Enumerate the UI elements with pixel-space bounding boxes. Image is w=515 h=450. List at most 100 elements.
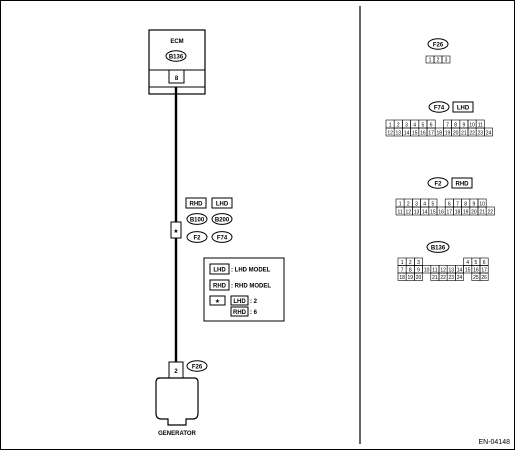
legend-star-rhd-tag: RHD	[233, 310, 247, 316]
b136-view-name: B136	[431, 245, 446, 251]
f74-pin-number: 24	[486, 130, 492, 136]
b136-pin-number: 16	[473, 267, 479, 273]
f2-pin-number: 11	[397, 209, 402, 215]
b136-pin-number: 23	[449, 275, 455, 281]
b136-pin-number: 4	[466, 260, 469, 266]
harness-connector-f2: F2	[193, 235, 201, 241]
b136-pin-number: 6	[483, 260, 486, 266]
f74-pin-number: 14	[404, 130, 410, 136]
f2-pin-number: 8	[464, 201, 467, 207]
f74-pin-number: 20	[453, 130, 459, 136]
generator-pin-number: 2	[174, 369, 178, 375]
ecm-connector-oval	[165, 50, 187, 62]
harness-model-tags: RHD LHD	[185, 197, 233, 209]
b136-pin-number: 18	[399, 275, 405, 281]
f74-pin-number: 17	[428, 130, 434, 136]
f74-pin-number: 15	[412, 130, 418, 136]
harness-connectors: B100 B200 F2 F74	[186, 213, 233, 243]
ecm-pin-number: 8	[175, 76, 179, 82]
f74-pin-number: 5	[422, 122, 425, 128]
b136-pin-cell	[431, 258, 439, 266]
f26-pin-cell	[441, 55, 451, 64]
f74-pin-number: 7	[446, 122, 449, 128]
f74-pin-number: 2	[397, 122, 400, 128]
f74-pin-number: 21	[461, 130, 467, 136]
f74-pin-number: 1	[389, 122, 392, 128]
b136-pin-number: 8	[409, 267, 412, 273]
b136-pin-number: 9	[417, 267, 420, 273]
f2-pin-number: 5	[432, 201, 435, 207]
b136-pin-number: 1	[401, 260, 404, 266]
b136-pin-number: 26	[481, 275, 487, 281]
f2-pin-number: 15	[430, 209, 436, 215]
legend-rhd-text: : RHD MODEL	[231, 284, 271, 290]
f2-pin-number: 16	[438, 209, 444, 215]
f2-pin-number: 3	[415, 201, 418, 207]
b136-pin-number: 13	[449, 267, 455, 273]
f74-pin-number: 18	[437, 130, 443, 136]
f2-pin-number: 19	[463, 209, 469, 215]
b136-pin-number: 14	[457, 267, 463, 273]
b136-pin-number: 15	[465, 267, 471, 273]
b136-pin-cell	[423, 273, 431, 281]
b136-pin-cell	[414, 272, 423, 281]
legend-rhd-tag: RHD	[213, 284, 227, 290]
ecm-block: ECM B136 8	[148, 29, 206, 95]
f2-pin-cell	[485, 206, 495, 216]
f2-pin-number: 1	[399, 201, 402, 207]
f74-view-tag: LHD	[457, 106, 470, 112]
legend-lhd-tag: LHD	[213, 268, 226, 274]
generator-connector-label: F26	[192, 364, 203, 370]
f74-pin-number: 19	[445, 130, 451, 136]
harness-connector-f74: F74	[217, 235, 228, 241]
legend-star-lhd-value: : 2	[250, 299, 258, 305]
f2-pin-cell	[437, 199, 445, 207]
legend-box: LHD : LHD MODEL RHD : RHD MODEL ★ LHD : …	[203, 257, 285, 322]
b136-pin-cell	[464, 273, 472, 281]
f2-pin-number: 12	[406, 209, 412, 215]
f2-view-name: F2	[434, 181, 442, 187]
b136-pin-number: 19	[408, 275, 414, 281]
b136-pin-number: 22	[440, 275, 446, 281]
legend-lhd-text: : LHD MODEL	[231, 268, 271, 274]
ecm-connector-label: B136	[169, 54, 184, 60]
ecm-terminal	[168, 69, 185, 84]
ecm-title: ECM	[170, 39, 183, 45]
b136-pin-cell	[455, 258, 463, 266]
f2-pin-number: 6	[448, 201, 451, 207]
legend-star-rhd-value: : 6	[250, 310, 258, 316]
b136-pin-number: 12	[440, 267, 446, 273]
b136-pin-number: 20	[416, 275, 422, 281]
f2-view-tag: RHD	[456, 182, 470, 188]
f26-pin-number: 3	[445, 57, 448, 63]
b136-pin-number: 3	[417, 260, 420, 266]
b136-pin-cell	[423, 258, 431, 266]
generator-block: 2 F26 GENERATOR	[155, 360, 208, 437]
f74-pin-cell	[484, 127, 493, 137]
b136-pin-number: 11	[432, 267, 437, 273]
b136-pin-number: 7	[401, 267, 404, 273]
generator-label: GENERATOR	[158, 431, 196, 437]
f2-pin-number: 14	[422, 209, 428, 215]
f74-view-name: F74	[434, 105, 445, 111]
b136-pin-number: 5	[475, 260, 478, 266]
harness-connector-b200: B200	[215, 217, 230, 223]
f2-pin-number: 17	[447, 209, 453, 215]
f74-pin-number: 16	[420, 130, 426, 136]
f74-pin-cell	[435, 120, 443, 128]
inline-pin-star: ★	[173, 228, 178, 235]
f74-pin-number: 11	[478, 122, 483, 128]
legend-star-lhd-tag: LHD	[233, 299, 246, 305]
inline-connector: ★	[170, 221, 182, 239]
f2-pin-number: 21	[479, 209, 485, 215]
f26-pin-number: 2	[437, 57, 440, 63]
f2-pin-number: 7	[456, 201, 459, 207]
f2-pin-number: 20	[471, 209, 477, 215]
f2-pin-number: 9	[473, 201, 476, 207]
